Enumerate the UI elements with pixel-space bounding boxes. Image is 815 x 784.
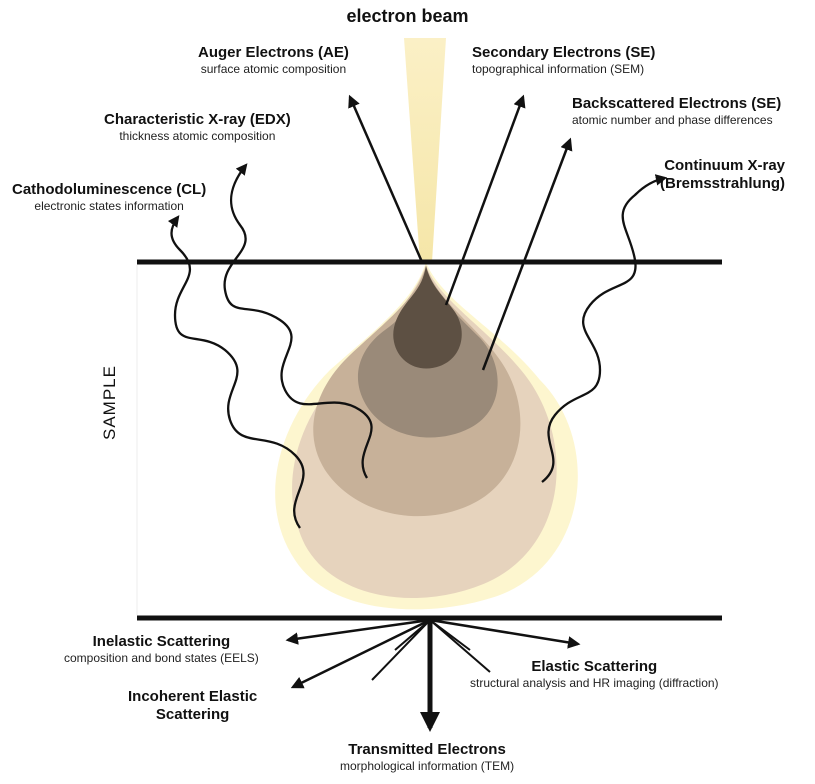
secondary-desc: topographical information (SEM) bbox=[472, 62, 655, 76]
scatter-ray-2 bbox=[372, 620, 430, 680]
continuum-label: Continuum X-ray (Bremsstrahlung) bbox=[660, 157, 785, 193]
incoherent-title-2: Scattering bbox=[128, 706, 257, 724]
continuum-title-1: Continuum X-ray bbox=[660, 157, 785, 175]
backscattered-arrow bbox=[483, 140, 570, 370]
sample-label: SAMPLE bbox=[100, 365, 120, 440]
transmitted-label: Transmitted Electrons morphological info… bbox=[340, 741, 514, 773]
auger-desc: surface atomic composition bbox=[198, 62, 349, 76]
auger-title: Auger Electrons (AE) bbox=[198, 44, 349, 62]
cathodo-label: Cathodoluminescence (CL) electronic stat… bbox=[12, 181, 206, 213]
secondary-label: Secondary Electrons (SE) topographical i… bbox=[472, 44, 655, 76]
backscattered-desc: atomic number and phase differences bbox=[572, 113, 781, 127]
incoherent-title-1: Incoherent Elastic bbox=[128, 688, 257, 706]
transmitted-title: Transmitted Electrons bbox=[340, 741, 514, 759]
continuum-title-2: (Bremsstrahlung) bbox=[660, 175, 785, 193]
backscattered-label: Backscattered Electrons (SE) atomic numb… bbox=[572, 95, 781, 127]
electron-beam-cone bbox=[404, 38, 446, 262]
incoherent-label: Incoherent Elastic Scattering bbox=[128, 688, 257, 724]
secondary-title: Secondary Electrons (SE) bbox=[472, 44, 655, 62]
electron-beam-label: electron beam bbox=[0, 6, 815, 27]
characteristic-desc: thickness atomic composition bbox=[104, 129, 291, 143]
characteristic-title: Characteristic X-ray (EDX) bbox=[104, 111, 291, 129]
cathodo-desc: electronic states information bbox=[12, 199, 206, 213]
secondary-arrow bbox=[446, 97, 523, 305]
elastic-desc: structural analysis and HR imaging (diff… bbox=[470, 676, 719, 690]
inelastic-label: Inelastic Scattering composition and bon… bbox=[64, 633, 259, 665]
auger-label: Auger Electrons (AE) surface atomic comp… bbox=[198, 44, 349, 76]
cathodo-title: Cathodoluminescence (CL) bbox=[12, 181, 206, 199]
characteristic-label: Characteristic X-ray (EDX) thickness ato… bbox=[104, 111, 291, 143]
backscattered-title: Backscattered Electrons (SE) bbox=[572, 95, 781, 113]
elastic-title: Elastic Scattering bbox=[470, 658, 719, 676]
interaction-zone-core bbox=[393, 266, 462, 369]
inelastic-title: Inelastic Scattering bbox=[64, 633, 259, 651]
transmitted-desc: morphological information (TEM) bbox=[340, 759, 514, 773]
elastic-label: Elastic Scattering structural analysis a… bbox=[470, 658, 719, 690]
inelastic-desc: composition and bond states (EELS) bbox=[64, 651, 259, 665]
